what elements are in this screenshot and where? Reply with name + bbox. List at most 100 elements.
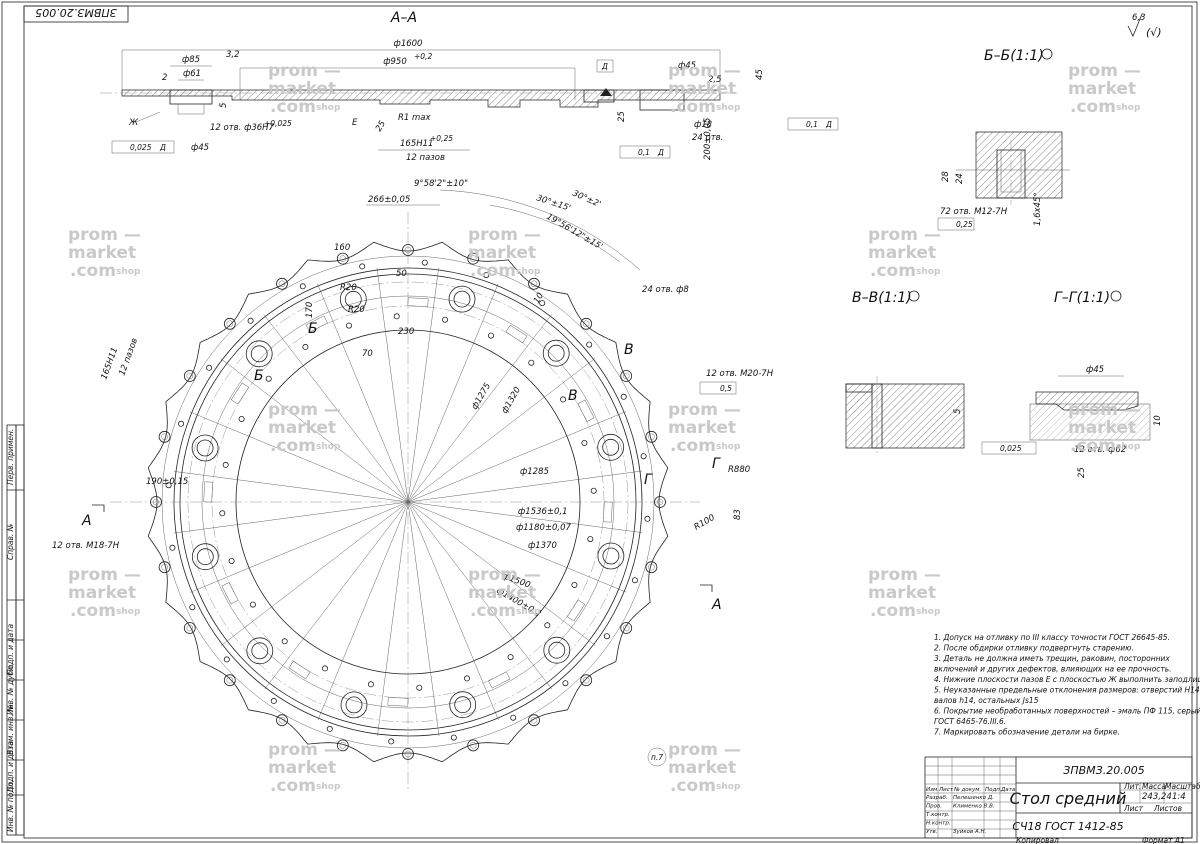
boss-hole-inner: [196, 548, 214, 566]
side-label: Справ. №: [6, 523, 15, 560]
lobe-hole-inner: [186, 624, 194, 632]
dim-r1: R1 max: [398, 113, 432, 123]
dim-ang4: 19°56'12"±15': [545, 212, 605, 252]
title-block: ЗПВМЗ.20.005 Стол средний СЧ18 ГОСТ 1412…: [924, 756, 1200, 844]
lobe-hole: [336, 739, 349, 752]
view-title-gg: Г–Г(1:1): [1054, 290, 1110, 306]
lobe-hole: [654, 496, 666, 508]
dim-holes24: 24 отв.: [692, 133, 723, 143]
watermark-text: market: [468, 583, 536, 603]
lobe-hole-inner: [339, 742, 347, 749]
watermark-text: shop: [316, 782, 341, 792]
dim-gg25: 25: [1077, 467, 1087, 478]
threaded-hole: [326, 725, 333, 732]
roughness-paren: (√): [1146, 26, 1162, 39]
watermark-text: .com: [1070, 436, 1116, 456]
tb-scale: 1:4: [1172, 792, 1186, 802]
side-label: Инв. № подл.: [6, 780, 15, 832]
dim-230: 230: [398, 327, 414, 337]
boss-hole-inner: [454, 696, 472, 714]
lobe-hole: [620, 622, 633, 634]
marker-v1: В: [624, 342, 634, 358]
dim-holes36: 12 отв. ф36H7: [210, 123, 275, 133]
watermark-text: market: [68, 583, 136, 603]
dim-r20a: R20: [340, 283, 357, 293]
tb-role-cell: Пров.: [926, 804, 942, 810]
radial-line: [317, 283, 409, 503]
lobe-hole: [158, 430, 171, 443]
view-title-bb: Б–Б(1:1): [984, 48, 1044, 64]
watermark-text: .com: [670, 97, 716, 117]
threaded-hole: [270, 697, 277, 704]
lobe-hole-inner: [656, 498, 664, 506]
slot: [230, 382, 250, 405]
tb-format: Формат А1: [1142, 836, 1185, 844]
side-label: Подп. и дата: [6, 624, 15, 675]
watermark-text: market: [1068, 418, 1136, 438]
lobe-hole-inner: [278, 280, 286, 288]
lobe-hole-inner: [622, 624, 630, 632]
tb-head-cell: Дата: [1000, 787, 1016, 793]
dim-vv5: 5: [953, 409, 963, 414]
dim-m12: 72 отв. М12-7Н: [940, 207, 1008, 217]
lobe-hole: [528, 714, 540, 727]
gdt-d3: Д: [825, 120, 832, 129]
note-line: валов h14, остальных Js15: [934, 696, 1039, 705]
dim-m20-pos: 0,5: [720, 384, 732, 393]
note-line: 5. Неуказанные предельные отклонения раз…: [934, 686, 1200, 695]
watermark-text: market: [268, 418, 336, 438]
lobe-hole-inner: [226, 320, 234, 328]
dim-gg12: 12 отв. ф62: [1074, 445, 1126, 455]
dim-h200: 200±0,05: [703, 118, 713, 160]
dim-holes36-tol: +0,025: [264, 119, 292, 128]
boss-hole-inner: [344, 290, 362, 308]
watermark-text: shop: [116, 267, 141, 277]
threaded-hole: [393, 313, 400, 320]
threaded-hole: [590, 487, 597, 494]
dim-83: 83: [733, 509, 743, 520]
gdt-gg025: 0,025: [1000, 444, 1022, 453]
boss-hole: [597, 542, 625, 570]
view-title-aa: А–А: [390, 10, 417, 26]
radial-line: [220, 358, 409, 503]
dim-slots: 165H11: [400, 139, 433, 149]
tb-mass-lbl: Масса: [1142, 782, 1166, 791]
boss-hole-inner: [251, 642, 269, 660]
slot: [603, 501, 613, 523]
lobe-hole-inner: [404, 246, 412, 254]
marker-a2: А: [711, 597, 722, 613]
lobe-hole-inner: [469, 255, 477, 262]
dim-h5: 5: [219, 103, 229, 108]
threaded-hole: [265, 375, 272, 382]
threaded-hole: [222, 461, 229, 468]
threaded-hole: [586, 341, 593, 348]
tb-designation: ЗПВМЗ.20.005: [1063, 764, 1144, 777]
watermark-text: prom —: [1068, 400, 1141, 420]
slot: [488, 671, 511, 689]
boss-hole: [339, 285, 367, 313]
watermark-text: shop: [916, 267, 941, 277]
radial-line: [173, 471, 409, 503]
dim-h25b: 25: [617, 111, 627, 122]
watermark-text: shop: [716, 103, 741, 113]
lobe-hole: [276, 714, 288, 727]
watermark-text: .com: [1070, 97, 1116, 117]
slot: [566, 599, 586, 622]
lobe-hole: [402, 748, 414, 760]
dim-h23: 2,5: [708, 75, 722, 85]
threaded-hole: [223, 656, 230, 663]
lobe-hole: [223, 317, 236, 330]
watermark-text: .com: [270, 776, 316, 796]
dim-r880: R880: [728, 465, 750, 475]
slot: [288, 660, 311, 680]
threaded-hole: [189, 604, 196, 611]
note-line: 3. Деталь не должна иметь трещин, ракови…: [934, 654, 1170, 663]
gdt-d2: Д: [657, 148, 664, 157]
